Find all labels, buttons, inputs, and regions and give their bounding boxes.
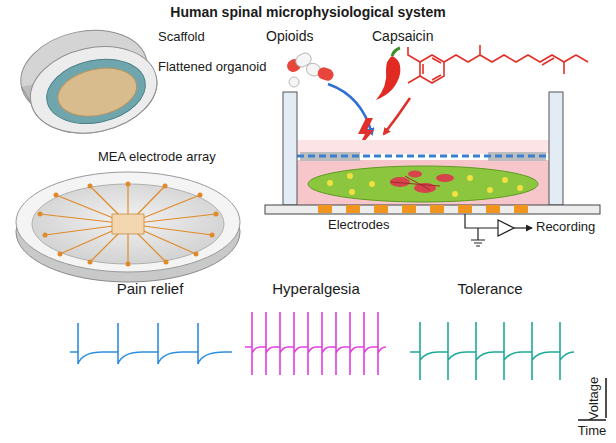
part-label: MEA electrode array [98,150,216,165]
trace-label: Tolerance [457,280,522,297]
pain-relief-trace [70,323,232,364]
chili-pepper [376,48,400,100]
axis-label: Time [578,424,606,439]
drug-label: Capsaicin [372,28,433,44]
part-label: Scaffold [158,30,205,45]
hyperalgesia-trace [245,312,386,375]
capsaicin-molecule [408,45,588,83]
drug-label: Opioids [266,28,313,44]
part-label: Electrodes [328,218,389,233]
capsaicin-arrow [384,98,410,134]
mea-dish [16,172,240,282]
device-cross-section [265,92,600,246]
opioid-pills [285,51,335,87]
signal-label: Recording [536,220,595,235]
tolerance-trace [410,322,574,380]
part-label: Flattened organoid [158,60,266,75]
axis-label: Voltage [588,376,603,419]
figure-title: Human spinal microphysiological system [170,4,445,20]
trace-label: Hyperalgesia [272,280,360,297]
voltage-scale-bar [605,378,607,418]
trace-label: Pain relief [117,280,184,297]
scaffold-insert [13,18,165,146]
